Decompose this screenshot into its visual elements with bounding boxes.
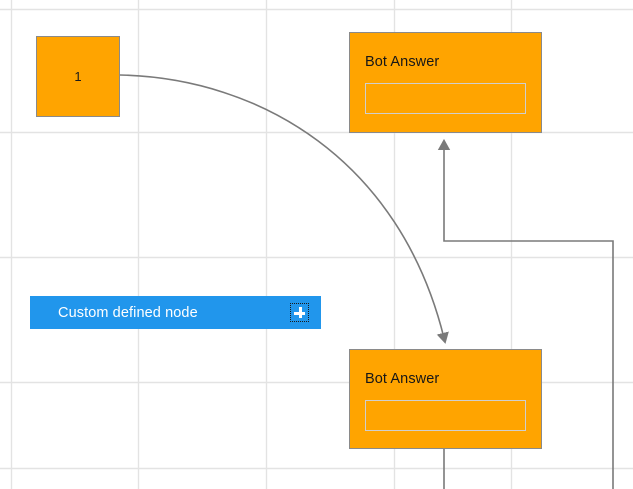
node-content-slot[interactable] — [365, 83, 526, 114]
plus-icon[interactable] — [290, 303, 309, 322]
node-title: Bot Answer — [365, 371, 440, 387]
node-title: Bot Answer — [365, 54, 440, 70]
connector-edge-ortho-bottom-to-top[interactable] — [437, 138, 614, 489]
custom-defined-node-button[interactable]: Custom defined node — [30, 296, 321, 329]
flow-node-bot-answer-bottom[interactable]: Bot Answer — [349, 349, 542, 449]
node-index-label: 1 — [74, 69, 82, 84]
node-content-slot[interactable] — [365, 400, 526, 431]
connector-edge-curve-node1-to-bottom[interactable] — [119, 74, 449, 344]
flow-node-1[interactable]: 1 — [36, 36, 120, 117]
custom-defined-node-label: Custom defined node — [58, 304, 198, 321]
flow-node-bot-answer-top[interactable]: Bot Answer — [349, 32, 542, 133]
